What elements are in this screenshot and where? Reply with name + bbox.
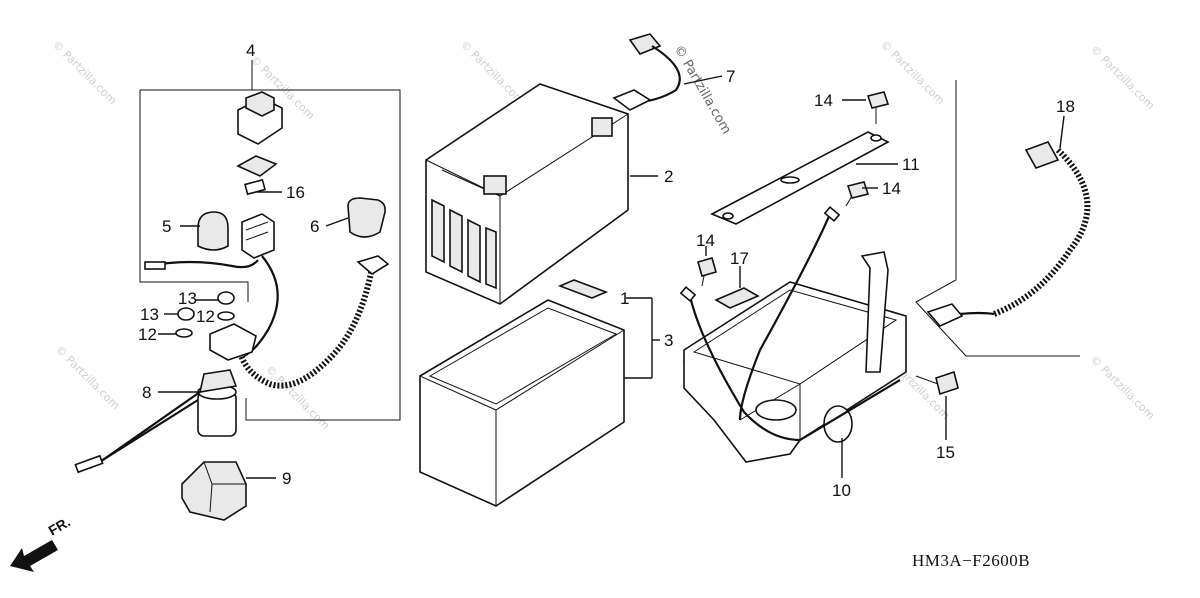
front-arrow-icon: [10, 540, 58, 572]
callout-4: 4: [246, 41, 255, 60]
callout-16: 16: [286, 183, 305, 202]
callout-10: 10: [832, 481, 851, 500]
battery-cable-negative: [915, 80, 1091, 357]
callout-11: 11: [902, 155, 920, 174]
battery: [425, 83, 629, 305]
callout-1: 1: [620, 289, 629, 308]
diagram-code: HM3A−F2600B: [912, 551, 1030, 570]
callout-15: 15: [936, 443, 955, 462]
leader-lines: [158, 75, 1065, 479]
front-label: FR.: [46, 513, 74, 538]
front-direction-indicator: FR.: [10, 513, 73, 572]
callout-3: 3: [664, 331, 673, 350]
callout-14: 14: [814, 91, 833, 110]
callout-12: 12: [138, 325, 157, 344]
callout-2: 2: [664, 167, 673, 186]
watermark: © Partzilla.com: [1088, 353, 1157, 422]
callout-17: 17: [730, 249, 749, 268]
callout-13: 13: [178, 289, 197, 308]
callouts: 1 2 3 4 5 6 7 8 9 10 11 12 12 13 13 14 1…: [138, 41, 1075, 500]
battery-pad: [557, 279, 609, 299]
relay-group: [74, 60, 401, 521]
callout-13: 13: [140, 305, 159, 324]
watermark-center: © Partzilla.com: [671, 43, 734, 137]
callout-7: 7: [726, 67, 735, 86]
callout-14: 14: [882, 179, 901, 198]
callout-12: 12: [196, 307, 215, 326]
watermark: © Partzilla.com: [1088, 43, 1157, 112]
watermark: © Partzilla.com: [263, 363, 332, 432]
callout-18: 18: [1056, 97, 1075, 116]
watermark: © Partzilla.com: [878, 38, 947, 107]
callout-6: 6: [310, 217, 319, 236]
battery-tray: [679, 205, 907, 463]
battery-case: [419, 299, 625, 507]
battery-cable-positive: [612, 33, 681, 111]
bolts: [697, 91, 959, 396]
watermark: © Partzilla.com: [50, 38, 119, 107]
watermark: © Partzilla.com: [53, 343, 122, 412]
battery-plate: [710, 131, 890, 225]
watermark: © Partzilla.com: [458, 38, 527, 107]
callout-8: 8: [142, 383, 151, 402]
callout-9: 9: [282, 469, 291, 488]
callout-5: 5: [162, 217, 171, 236]
callout-14: 14: [696, 231, 715, 250]
